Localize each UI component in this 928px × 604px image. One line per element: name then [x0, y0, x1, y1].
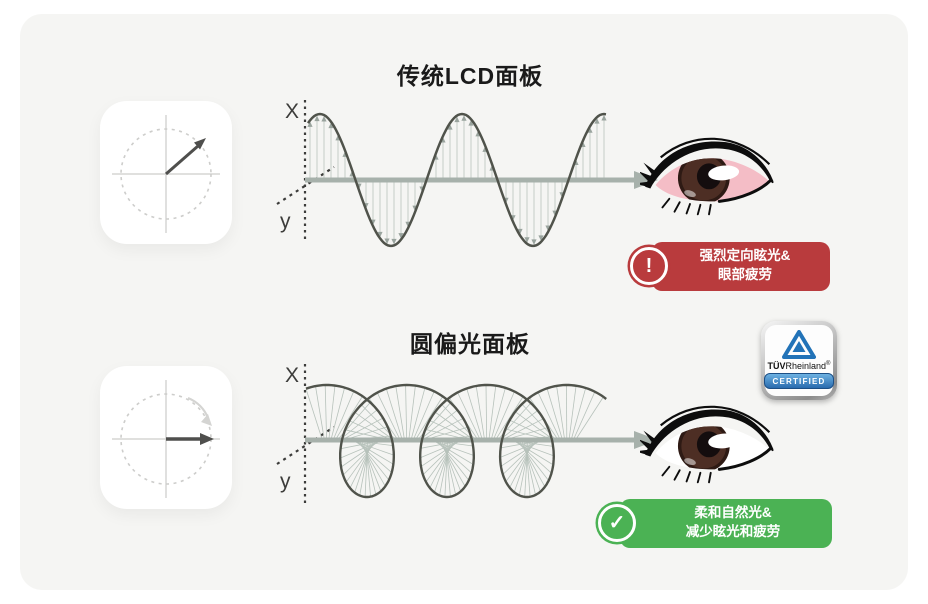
upper-lash — [645, 141, 774, 189]
tuv-triangle-icon — [782, 330, 816, 359]
circular-wave-figure: Xy — [276, 364, 658, 506]
iris-group — [677, 426, 740, 470]
tuv-inner: TÜVRheinland® CERTIFIED — [764, 325, 834, 396]
upper-lash-line — [660, 405, 771, 434]
tuv-brand-text: TÜVRheinland® — [768, 361, 831, 371]
certified-banner: CERTIFIED — [764, 373, 834, 389]
benefit-badge: ✓ 柔和自然光& 减少眩光和疲劳 — [598, 499, 832, 548]
benefit-badge-pill: 柔和自然光& 减少眩光和疲劳 — [620, 499, 832, 548]
svg-text:y: y — [280, 470, 291, 493]
strained-eye-illustration — [640, 137, 774, 216]
lower-lid — [717, 447, 772, 471]
warning-line-1: 强烈定向眩光& — [699, 248, 791, 263]
linear-wave-figure: Xy — [276, 100, 658, 248]
svg-text:X: X — [285, 100, 299, 123]
iris-group — [677, 158, 740, 202]
traditional-panel-title: 传统LCD面板 — [396, 63, 544, 89]
tuv-text: TÜV — [767, 361, 786, 371]
rheinland-text: Rheinland — [785, 361, 827, 371]
exclamation-icon: ! — [630, 247, 668, 286]
svg-text:X: X — [285, 364, 299, 387]
benefit-line-1: 柔和自然光& — [694, 505, 772, 520]
lower-lashes — [661, 465, 712, 484]
exclamation-glyph: ! — [645, 255, 653, 278]
warning-badge-pill: 强烈定向眩光& 眼部疲劳 — [652, 242, 830, 291]
lower-lashes — [661, 197, 712, 216]
lower-lid — [717, 179, 772, 203]
benefit-line-2: 减少眩光和疲劳 — [685, 523, 781, 539]
linear-polarization-tile — [100, 101, 232, 244]
linear-polarization-icon — [112, 115, 220, 233]
circular-polarization-icon — [112, 380, 220, 498]
check-glyph: ✓ — [608, 512, 626, 535]
warning-line-2: 眼部疲劳 — [718, 266, 772, 282]
upper-lash — [645, 409, 774, 457]
svg-text:y: y — [280, 210, 291, 233]
circular-polarization-tile — [100, 366, 232, 509]
circular-panel-title: 圆偏光面板 — [410, 331, 530, 357]
check-icon: ✓ — [598, 504, 636, 543]
relaxed-eye-illustration — [640, 405, 774, 484]
warning-badge: ! 强烈定向眩光& 眼部疲劳 — [630, 242, 830, 291]
registered-mark: ® — [826, 361, 831, 367]
tuv-certification-badge: TÜVRheinland® CERTIFIED — [761, 321, 837, 400]
upper-lash-line — [660, 137, 771, 166]
